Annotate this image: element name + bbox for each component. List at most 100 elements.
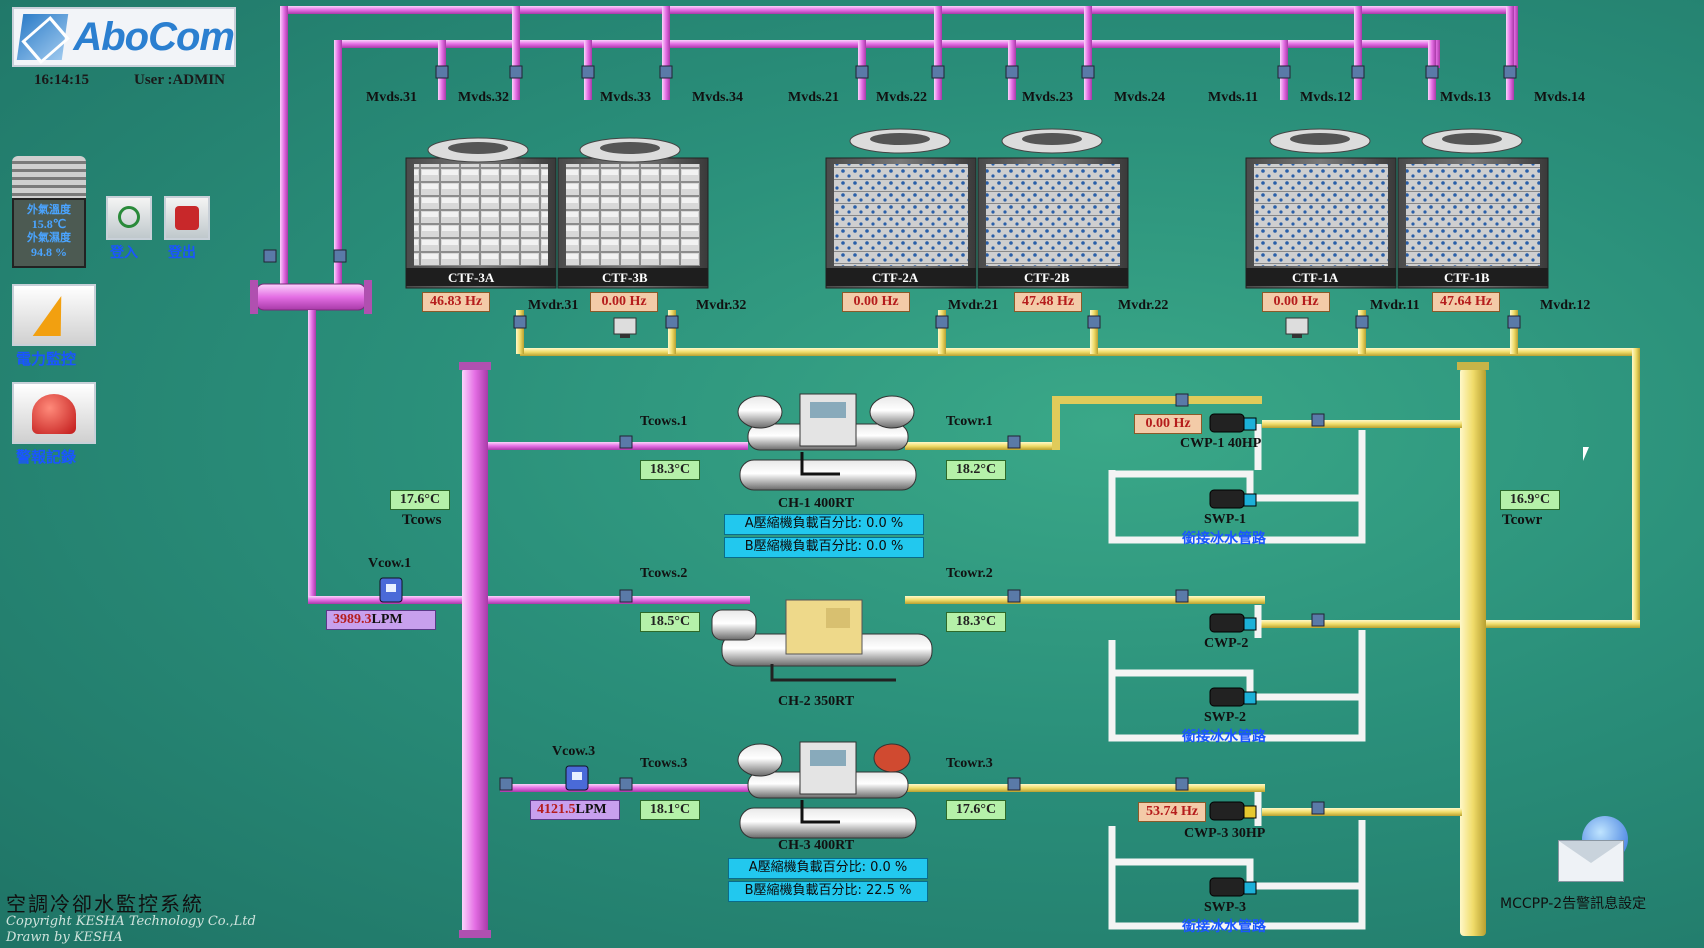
logo-icon <box>16 14 69 60</box>
mouse-cursor-icon <box>1583 447 1589 461</box>
tower-label: CTF-2B <box>1024 270 1070 285</box>
compressor-b-load: B壓縮機負載百分比: 0.0 % <box>724 537 924 558</box>
tower-hz: 0.00 Hz <box>590 292 658 312</box>
valve-label: Mvds.32 <box>458 90 509 105</box>
logout-label[interactable]: 登出 <box>168 245 196 261</box>
chiller-ch-3[interactable] <box>737 741 917 839</box>
alarm-mail-settings-label[interactable]: MCCPP-2告警訊息設定 <box>1500 896 1647 912</box>
copyright-text: Copyright KESHA Technology Co.,Ltd <box>6 914 256 929</box>
logout-button[interactable] <box>164 196 210 240</box>
flow-number: 3989.3 <box>333 612 372 627</box>
alarm-light-icon <box>32 394 76 434</box>
chiller-name: CH-2 350RT <box>778 694 855 709</box>
flow-meter-icon <box>379 577 589 791</box>
tower-ctf-3b[interactable] <box>557 137 709 289</box>
company-logo: AboCom <box>12 7 236 67</box>
chiller-ch-2[interactable] <box>711 599 933 682</box>
pump-hz: 0.00 Hz <box>1134 414 1202 434</box>
login-label[interactable]: 登入 <box>110 245 138 261</box>
makeup-pipe-label: 銜接冰水管路 <box>1182 729 1266 745</box>
flow-unit: LPM <box>575 802 607 817</box>
lightning-icon <box>32 296 76 336</box>
system-title: 空調冷卻水監控系統 <box>6 892 204 916</box>
envelope-icon <box>1558 840 1624 882</box>
pump-label: CWP-3 30HP <box>1184 826 1266 841</box>
valve-label: Mvds.11 <box>1208 90 1259 105</box>
pump-swp-2[interactable] <box>1209 687 1257 707</box>
pump-cwp-2[interactable] <box>1209 613 1257 633</box>
valve-label: Mvds.24 <box>1114 90 1165 105</box>
login-button[interactable] <box>106 196 152 240</box>
tower-hz: 47.64 Hz <box>1432 292 1500 312</box>
pump-label: SWP-1 <box>1204 512 1246 527</box>
pump-swp-1[interactable] <box>1209 489 1257 509</box>
outdoor-temp-label: 外氣溫度 <box>27 203 71 216</box>
valve-label: Mvds.31 <box>366 90 417 105</box>
tower-ctf-2a[interactable] <box>825 128 977 289</box>
tower-ctf-3a[interactable] <box>405 137 557 289</box>
valve-label: Mvds.12 <box>1300 90 1351 105</box>
valve-icon <box>263 65 1521 815</box>
alarm-log-label[interactable]: 警報記錄 <box>16 448 77 466</box>
valve-label: Mvdr.21 <box>948 298 999 313</box>
alarm-mail-button[interactable] <box>1556 816 1636 886</box>
flow-label: Vcow.1 <box>368 556 412 571</box>
tower-hz: 0.00 Hz <box>1262 292 1330 312</box>
tower-ctf-2b[interactable] <box>977 128 1129 289</box>
tcows-label: Tcows.2 <box>640 566 688 581</box>
pump-label: CWP-2 <box>1204 636 1249 651</box>
pump-label: SWP-2 <box>1204 710 1246 725</box>
valve-label: Mvdr.32 <box>696 298 747 313</box>
tcowr-label: Tcowr <box>1502 512 1543 528</box>
makeup-pipe-label: 銜接冰水管路 <box>1182 531 1266 547</box>
outdoor-temp-value: 15.8℃ <box>31 217 67 231</box>
tcows-label: Tcows.1 <box>640 414 688 429</box>
tcows-value: 18.1°C <box>640 800 700 820</box>
chiller-ch-1[interactable] <box>737 393 917 491</box>
tcowr-value: 16.9°C <box>1500 490 1560 510</box>
flow-unit: LPM <box>371 612 403 627</box>
current-user: User :ADMIN <box>134 72 225 88</box>
outdoor-humidity-label: 外氣濕度 <box>27 231 71 244</box>
tower-ctf-1a[interactable] <box>1245 128 1397 289</box>
logo-text: AboCom <box>73 14 235 59</box>
clock: 16:14:15 <box>34 72 89 88</box>
pump-cwp-1[interactable] <box>1209 413 1257 433</box>
valve-label: Mvds.33 <box>600 90 651 105</box>
tower-label: CTF-3B <box>602 270 648 285</box>
tcows-value: 18.3°C <box>640 460 700 480</box>
tcows-label: Tcows.3 <box>640 756 688 771</box>
power-monitor-button[interactable] <box>12 284 96 346</box>
compressor-b-load: B壓縮機負載百分比: 22.5 % <box>728 881 928 902</box>
tcowr-value: 18.3°C <box>946 612 1006 632</box>
alarm-log-button[interactable] <box>12 382 96 444</box>
valve-label: Mvdr.22 <box>1118 298 1169 313</box>
tower-hz: 46.83 Hz <box>422 292 490 312</box>
tcowr-value: 18.2°C <box>946 460 1006 480</box>
tower-hz: 47.48 Hz <box>1014 292 1082 312</box>
tcows-value: 17.6°C <box>390 490 450 510</box>
tower-label: CTF-2A <box>872 270 919 285</box>
tcows-value: 18.5°C <box>640 612 700 632</box>
pump-swp-3[interactable] <box>1209 877 1257 897</box>
compressor-a-load: A壓縮機負載百分比: 0.0 % <box>728 858 928 879</box>
tcows-label: Tcows <box>402 512 442 528</box>
lock-icon <box>175 206 199 230</box>
valve-label: Mvds.22 <box>876 90 927 105</box>
monitor-icon[interactable] <box>613 317 1309 338</box>
power-monitor-label[interactable]: 電力監控 <box>16 350 77 368</box>
compressor-a-load: A壓縮機負載百分比: 0.0 % <box>724 514 924 535</box>
tower-label: CTF-1A <box>1292 270 1339 285</box>
tcowr-value: 17.6°C <box>946 800 1006 820</box>
key-icon <box>118 206 140 228</box>
valve-label: Mvdr.11 <box>1370 298 1420 313</box>
flow-label: Vcow.3 <box>552 744 596 759</box>
valve-label: Mvds.14 <box>1534 90 1585 105</box>
flow-value: 4121.5LPM <box>530 800 620 820</box>
tower-ctf-1b[interactable] <box>1397 128 1549 289</box>
tower-label: CTF-1B <box>1444 270 1490 285</box>
pump-cwp-3[interactable] <box>1209 801 1257 821</box>
tcowr-label: Tcowr.2 <box>946 566 993 581</box>
weather-station-icon <box>12 156 86 198</box>
